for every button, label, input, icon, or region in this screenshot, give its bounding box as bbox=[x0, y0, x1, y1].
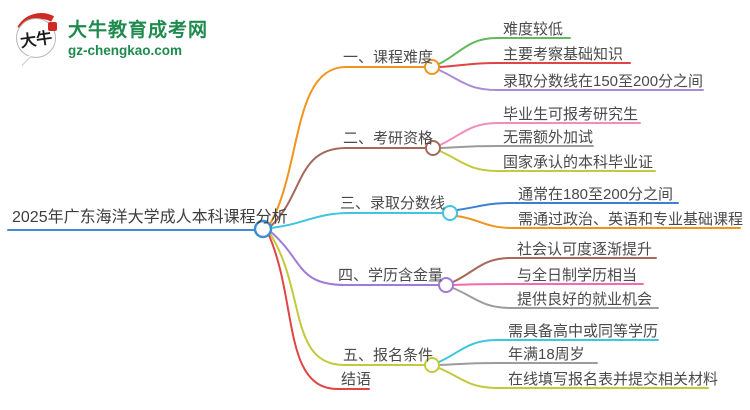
leaf-2-1-label: 毕业生可报考研究生 bbox=[503, 106, 639, 123]
branch-4-node-circle bbox=[438, 277, 454, 293]
leaf-3-2-label: 需通过政治、英语和专业基础课程 bbox=[518, 211, 744, 228]
leaf-5-2-line bbox=[438, 362, 598, 366]
branch-3-label: 三、录取分数线 bbox=[340, 195, 446, 212]
leaf-4-1-line bbox=[452, 257, 657, 283]
branch-5-line bbox=[268, 231, 426, 366]
branch-1-label: 一、课程难度 bbox=[343, 49, 434, 66]
leaf-3-1-label: 通常在180至200分之间 bbox=[518, 186, 674, 203]
logo-site-url: gz-chengkao.com bbox=[68, 42, 183, 58]
branch-6-label: 结语 bbox=[341, 371, 372, 388]
leaf-5-1-label: 需具备高中或同等学历 bbox=[508, 323, 659, 340]
branch-2-label: 二、考研资格 bbox=[343, 130, 434, 147]
logo-bull-icon: 大牛 bbox=[7, 6, 75, 74]
branch-2-line bbox=[269, 147, 427, 228]
leaf-4-1-label: 社会认可度逐渐提升 bbox=[517, 241, 653, 258]
leaf-2-2-line bbox=[439, 145, 594, 149]
branch-3-node-circle bbox=[442, 205, 458, 221]
leaf-1-2-line bbox=[438, 62, 631, 68]
leaf-4-2-line bbox=[452, 283, 644, 286]
branch-1-line bbox=[269, 66, 426, 225]
leaf-3-2-line bbox=[456, 215, 741, 229]
logo-bubble-tail-icon bbox=[22, 56, 31, 65]
leaf-5-3-line bbox=[438, 367, 709, 389]
branch-2-node-circle bbox=[425, 140, 441, 156]
leaf-1-3-line bbox=[438, 69, 704, 91]
leaf-2-1-line bbox=[439, 122, 641, 146]
logo-site-name: 大牛教育成考网 bbox=[68, 19, 209, 41]
branch-5-node-circle bbox=[424, 357, 440, 373]
central-node-circle bbox=[253, 219, 273, 239]
leaf-1-3-label: 录取分数线在150至200分之间 bbox=[503, 73, 704, 90]
leaf-4-3-line bbox=[452, 287, 659, 309]
branch-4-label: 四、学历含金量 bbox=[338, 267, 444, 284]
leaf-5-2-label: 年满18周岁 bbox=[508, 346, 585, 363]
leaf-2-3-label: 国家承认的本科毕业证 bbox=[503, 154, 654, 171]
logo-seal-icon bbox=[48, 22, 57, 31]
branch-5-label: 五、报名条件 bbox=[343, 347, 434, 364]
leaf-1-2-label: 主要考察基础知识 bbox=[503, 46, 624, 63]
branch-3-line bbox=[270, 212, 444, 229]
leaf-3-1-line bbox=[456, 202, 679, 211]
logo-text-block: 大牛教育成考网 gz-chengkao.com bbox=[68, 15, 208, 58]
central-topic-label: 2025年广东海洋大学成人本科课程分析 bbox=[12, 209, 288, 226]
site-logo: 大牛 大牛教育成考网 gz-chengkao.com bbox=[7, 6, 208, 74]
branch-1-node-circle bbox=[424, 59, 440, 75]
branch-4-line bbox=[269, 230, 440, 286]
leaf-4-2-label: 与全日制学历相当 bbox=[517, 267, 638, 284]
leaf-2-3-line bbox=[439, 150, 656, 172]
leaf-2-2-label: 无需额外加试 bbox=[503, 129, 594, 146]
leaf-1-1-label: 难度较低 bbox=[503, 21, 564, 38]
leaf-5-1-line bbox=[438, 339, 659, 363]
leaf-1-1-line bbox=[438, 37, 571, 65]
leaf-4-3-label: 提供良好的就业机会 bbox=[517, 291, 653, 308]
branch-6-line bbox=[267, 232, 370, 390]
leaf-5-3-label: 在线填写报名表并提交相关材料 bbox=[508, 371, 719, 388]
